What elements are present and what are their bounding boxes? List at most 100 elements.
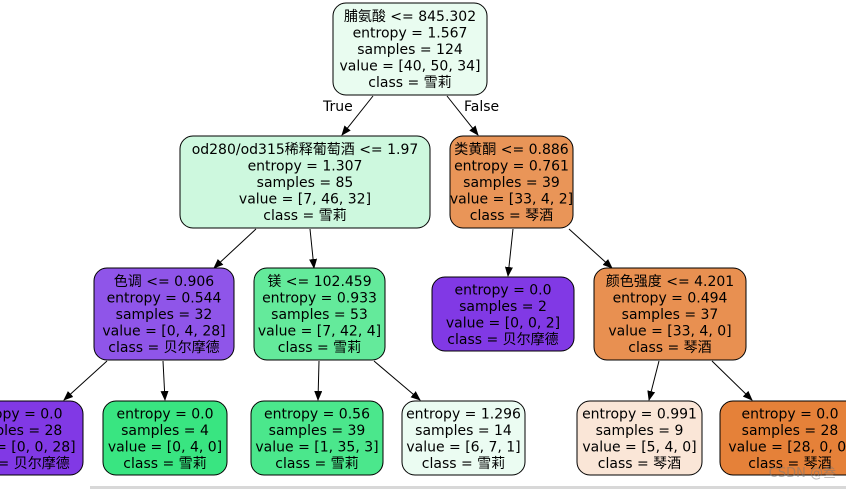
node-line: value = [40, 50, 34] — [339, 59, 480, 75]
node-line: class = 雪莉 — [263, 208, 346, 224]
edge-n2-n6 — [568, 228, 613, 269]
node-line: samples = 53 — [271, 307, 368, 323]
node-line: value = [0, 0, 28] — [0, 439, 76, 455]
node-box — [253, 267, 386, 361]
node-line: class = 琴酒 — [470, 208, 553, 224]
bottom-scrollbar — [90, 486, 846, 489]
node-line: class = 贝尔摩德 — [0, 455, 70, 472]
edge-n3-n7 — [63, 360, 108, 401]
edge-n4-n10 — [373, 360, 421, 401]
node-line: entropy = 0.933 — [262, 291, 377, 307]
node-line: samples = 28 — [0, 423, 62, 439]
node-line: samples = 39 — [463, 175, 560, 191]
node-line: entropy = 0.761 — [454, 159, 569, 175]
node-line: entropy = 1.296 — [406, 406, 521, 422]
node-line: class = 琴酒 — [598, 456, 681, 472]
edge-label-true: True — [322, 99, 353, 115]
node-line: value = [0, 4, 0] — [108, 439, 222, 455]
node-line: class = 贝尔摩德 — [108, 339, 219, 356]
node-line: samples = 28 — [742, 423, 839, 439]
edge-n6-n11 — [647, 360, 660, 401]
node-box — [250, 400, 384, 476]
node-line: entropy = 0.991 — [582, 406, 697, 422]
node-line: samples = 2 — [459, 299, 547, 315]
node-line: value = [1, 35, 3] — [255, 439, 378, 455]
node-line: entropy = 0.544 — [107, 291, 222, 307]
node-line: entropy = 0.494 — [613, 291, 728, 307]
node-line: class = 雪莉 — [422, 456, 505, 472]
node-line: value = [28, 0, 0] — [728, 439, 846, 455]
node-line: value = [6, 7, 1] — [406, 439, 520, 455]
node-line: value = [7, 42, 4] — [258, 324, 381, 340]
node-line: entropy = 0.0 — [741, 406, 838, 422]
node-line: entropy = 0.0 — [116, 406, 213, 422]
node-line: value = [0, 4, 28] — [102, 324, 225, 340]
node-box — [431, 276, 575, 352]
node-line: samples = 4 — [121, 423, 209, 439]
edge-n2-n5 — [504, 228, 514, 277]
node-box — [593, 267, 747, 361]
node-line: samples = 37 — [622, 307, 719, 323]
edge-n3-n8 — [160, 360, 169, 401]
node-line: value = [33, 4, 2] — [450, 192, 573, 208]
node-box — [401, 400, 526, 476]
watermark: CSDN @叁 — [768, 466, 836, 481]
node-line: 镁 <= 102.459 — [267, 274, 371, 290]
node-box — [449, 135, 574, 229]
node-line: samples = 9 — [596, 423, 684, 439]
node-line: samples = 85 — [257, 175, 354, 191]
node-line: 色调 <= 0.906 — [114, 273, 215, 290]
node-line: od280/od315稀释葡萄酒 <= 1.97 — [192, 142, 419, 158]
node-box — [576, 400, 703, 476]
node-line: samples = 124 — [357, 42, 463, 58]
node-line: entropy = 0.0 — [454, 282, 551, 298]
edge-n6-n12 — [711, 360, 753, 401]
node-line: class = 雪莉 — [368, 75, 451, 91]
node-line: samples = 39 — [269, 423, 366, 439]
node-line: class = 雪莉 — [123, 456, 206, 472]
edge-n4-n9 — [314, 360, 323, 401]
node-line: value = [33, 4, 0] — [608, 324, 731, 340]
node-line: entropy = 0.0 — [0, 406, 63, 422]
node-line: class = 雪莉 — [278, 340, 361, 356]
node-line: value = [5, 4, 0] — [582, 439, 696, 455]
edge-root-n2 — [446, 95, 479, 136]
node-line: value = [7, 46, 32] — [239, 192, 371, 208]
node-line: samples = 14 — [415, 423, 512, 439]
edge-label-false: False — [464, 99, 499, 115]
edge-root-n1 — [341, 95, 374, 136]
edges-layer — [63, 95, 753, 401]
node-line: 颜色强度 <= 4.201 — [606, 273, 734, 290]
node-line: entropy = 1.307 — [248, 159, 363, 175]
node-line: 脯氨酸 <= 845.302 — [344, 9, 476, 25]
node-line: class = 雪莉 — [275, 456, 358, 472]
node-line: class = 琴酒 — [628, 340, 711, 356]
node-line: class = 琴酒 — [748, 456, 831, 472]
node-line: entropy = 1.567 — [353, 26, 468, 42]
node-box — [93, 267, 235, 361]
node-line: value = [0, 0, 2] — [446, 315, 560, 331]
node-line: 类黄酮 <= 0.886 — [454, 141, 569, 158]
node-box — [0, 400, 84, 476]
node-line: entropy = 0.56 — [264, 406, 370, 422]
node-box — [102, 400, 228, 476]
node-line: class = 贝尔摩德 — [447, 331, 558, 348]
node-line: samples = 32 — [116, 307, 213, 323]
node-box — [719, 400, 846, 476]
edge-n1-n3 — [213, 228, 257, 269]
edge-n1-n4 — [309, 228, 318, 269]
